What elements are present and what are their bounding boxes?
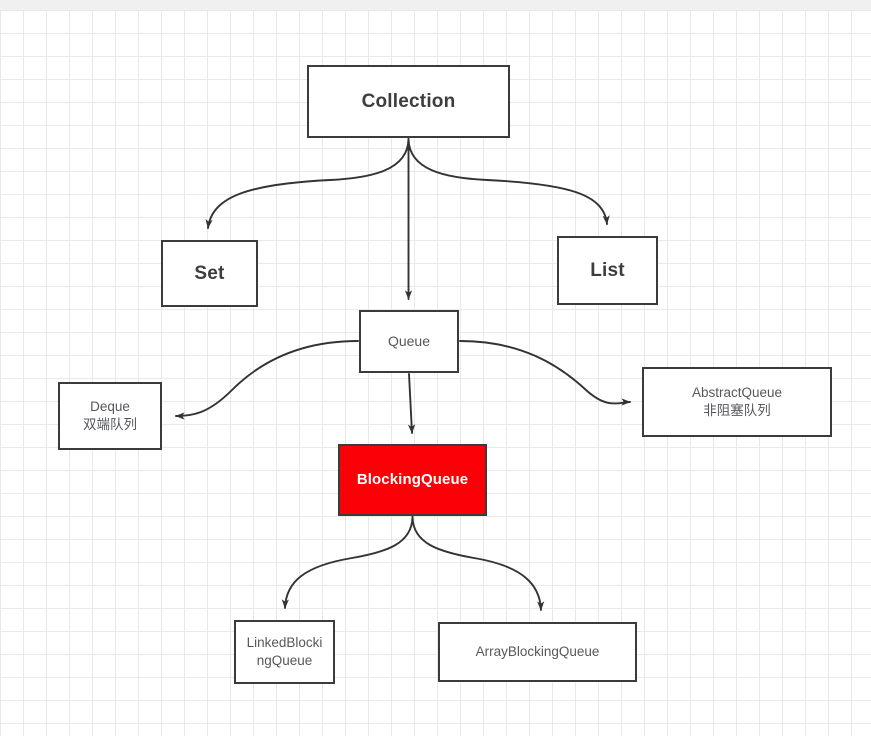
node-set-label: Set xyxy=(194,262,225,284)
node-blockingqueue-label: BlockingQueue xyxy=(356,471,469,489)
node-queue[interactable]: Queue xyxy=(359,310,459,373)
node-deque[interactable]: Deque 双端队列 xyxy=(58,382,162,450)
node-deque-label: Deque 双端队列 xyxy=(83,399,137,432)
node-abstractqueue[interactable]: AbstractQueue 非阻塞队列 xyxy=(642,367,832,437)
node-blockingqueue[interactable]: BlockingQueue xyxy=(338,444,487,516)
node-arrayblockingqueue[interactable]: ArrayBlockingQueue xyxy=(438,622,637,682)
node-set[interactable]: Set xyxy=(161,240,258,307)
node-collection-label: Collection xyxy=(361,90,456,112)
node-abstractqueue-label: AbstractQueue 非阻塞队列 xyxy=(691,385,783,418)
node-list-label: List xyxy=(590,259,625,281)
node-arrayblockingqueue-label: ArrayBlockingQueue xyxy=(475,644,600,660)
node-collection[interactable]: Collection xyxy=(307,65,510,138)
node-linkedblockingqueue-label: LinkedBlocki ngQueue xyxy=(246,635,323,668)
node-linkedblockingqueue[interactable]: LinkedBlocki ngQueue xyxy=(234,620,335,684)
window-top-bar xyxy=(0,0,871,10)
node-queue-label: Queue xyxy=(387,333,431,350)
node-list[interactable]: List xyxy=(557,236,658,305)
